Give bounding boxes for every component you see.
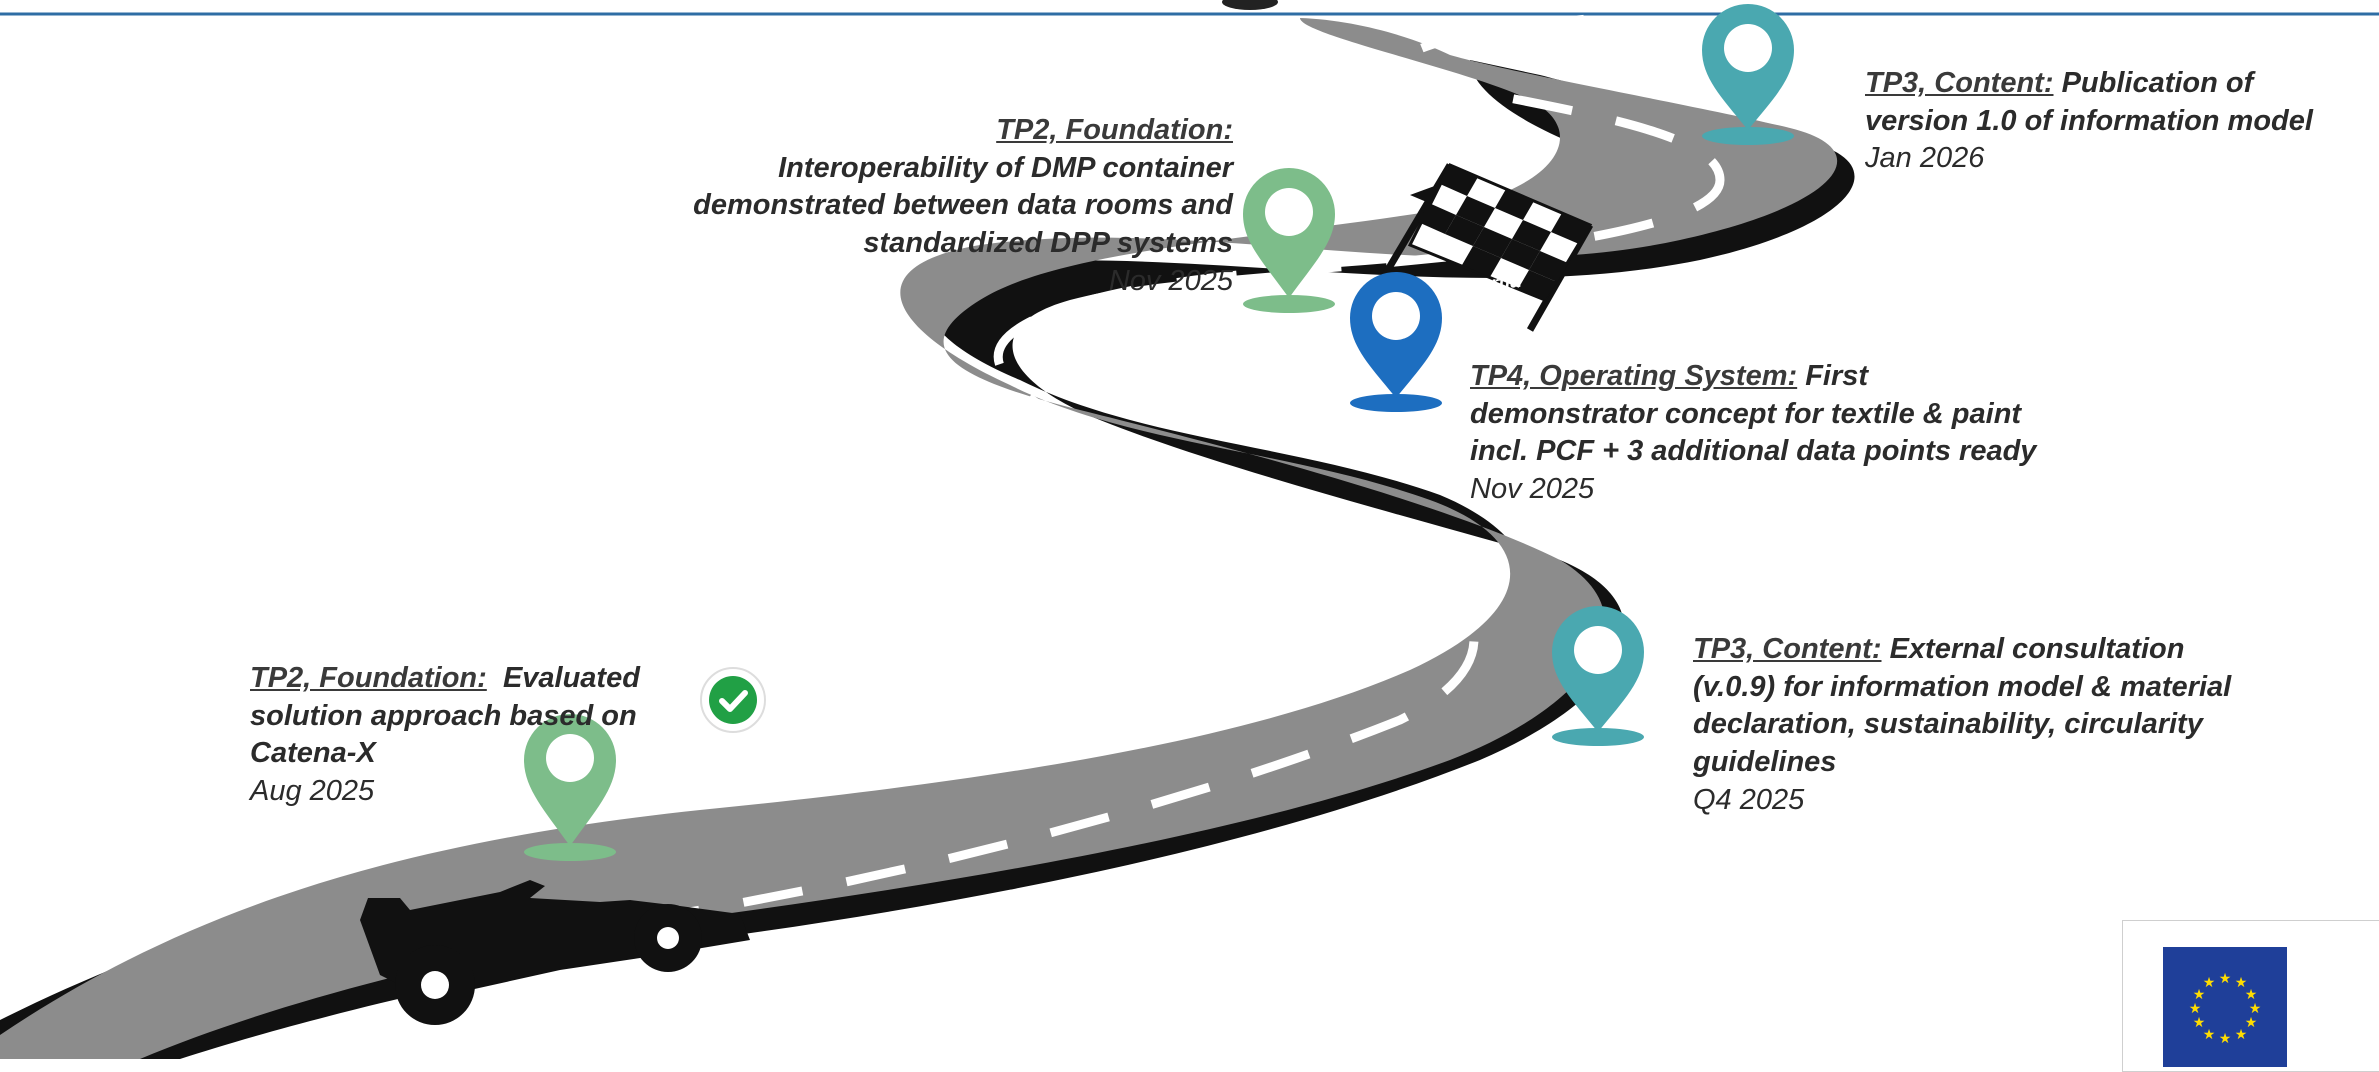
milestone-text-line: standardized DPP systems (863, 227, 1233, 260)
flag-label-line2: meeting (1444, 297, 1519, 326)
svg-text:★: ★ (2189, 1001, 2202, 1017)
eu-flag-icon: ★ ★ ★ ★ ★ ★ ★ ★ ★ ★ ★ ★ (2163, 947, 2287, 1067)
milestone-tp-label: TP2, Foundation: (250, 662, 487, 694)
milestone-text-line: declaration, sustainability, circularity (1693, 708, 2203, 741)
svg-text:★: ★ (2193, 1015, 2206, 1031)
milestone-text-line: solution approach based on (250, 699, 637, 732)
milestone-date: Jan 2026 (1865, 142, 1985, 175)
milestone-tp3-q4-2025: TP3, Content: External consultation (v.0… (1693, 631, 2313, 819)
title-fragment (1222, 0, 1278, 10)
road-center-dashes (639, 13, 1725, 925)
milestone-tp2-aug-2025: TP2, Foundation: Evaluated solution appr… (250, 660, 710, 811)
milestone-text-line: (v.0.9) for information model & material (1693, 670, 2232, 703)
road (0, 18, 1838, 1059)
svg-text:★: ★ (2235, 975, 2248, 991)
eu-logo: ★ ★ ★ ★ ★ ★ ★ ★ ★ ★ ★ ★ (2122, 920, 2379, 1072)
milestone-text-line: Evaluated (502, 662, 640, 694)
map-pin-icon (524, 714, 616, 861)
race-car-icon (360, 880, 750, 1025)
milestone-text-line: Catena-X (250, 737, 376, 770)
milestone-tp-label: TP3, Content: (1865, 67, 2054, 99)
milestone-text-line: incl. PCF + 3 additional data points rea… (1470, 435, 2037, 468)
map-pin-icon (1702, 4, 1794, 145)
milestone-date: Nov 2025 (1470, 473, 1595, 506)
milestone-tp2-nov-2025: TP2, Foundation: Interoperability of DMP… (600, 112, 1233, 300)
milestone-tp4-nov-2025: TP4, Operating System: First demonstrato… (1470, 358, 2190, 509)
map-pin-icon (1552, 606, 1644, 746)
map-pin-icon (1243, 168, 1335, 313)
milestone-text-line: demonstrator concept for textile & paint (1470, 397, 2022, 430)
milestone-date: Aug 2025 (250, 775, 375, 808)
milestone-date: Nov 2025 (1108, 264, 1233, 297)
milestone-text-line: version 1.0 of information model (1865, 104, 2313, 137)
svg-text:★: ★ (2249, 1001, 2262, 1017)
map-pin-icon (1350, 272, 1442, 412)
milestone-date: Q4 2025 (1693, 783, 1805, 816)
milestone-text-line: First (1805, 360, 1869, 392)
milestone-tp3-jan-2026: TP3, Content: Publication of version 1.0… (1865, 65, 2370, 178)
svg-text:★: ★ (2245, 987, 2258, 1003)
svg-text:★: ★ (2203, 975, 2216, 991)
svg-text:★: ★ (2203, 1027, 2216, 1043)
milestone-text-line: External consultation (1889, 633, 2185, 665)
milestone-tp-label: TP4, Operating System: (1470, 360, 1798, 392)
svg-text:★: ★ (2193, 987, 2206, 1003)
svg-text:★: ★ (2245, 1015, 2258, 1031)
svg-text:★: ★ (2219, 971, 2232, 987)
check-circle-icon (700, 667, 766, 733)
svg-text:★: ★ (2235, 1027, 2248, 1043)
milestone-tp-label: TP2, Foundation: (996, 114, 1233, 146)
milestone-text-line: Publication of (2061, 67, 2254, 99)
milestone-text-line: demonstrated between data rooms and (693, 189, 1233, 222)
milestone-text-line: guidelines (1693, 746, 1837, 779)
milestone-tp-label: TP3, Content: (1693, 633, 1882, 665)
milestone-text-line: Interoperability of DMP container (778, 151, 1233, 184)
svg-text:★: ★ (2219, 1031, 2232, 1047)
